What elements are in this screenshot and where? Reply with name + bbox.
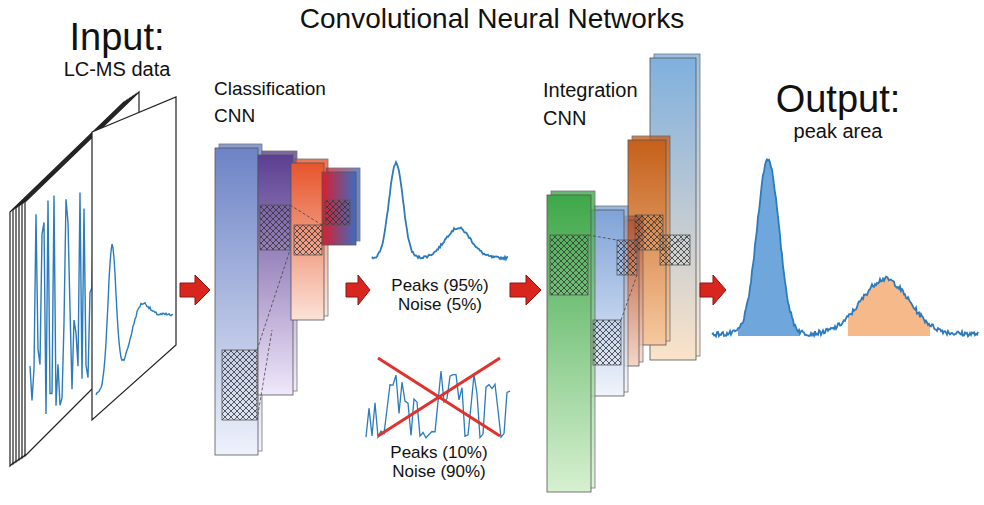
- chromatogram-trace: [372, 162, 508, 259]
- peak-area-fill: [848, 277, 930, 336]
- chromatogram-trace: [712, 159, 978, 336]
- input-chromatogram: [96, 244, 173, 395]
- stage-box: Integration CNN: [543, 76, 698, 492]
- block-arrow: [180, 275, 210, 305]
- stage-box: Peaks (95%) Noise (5%): [372, 150, 508, 322]
- input-sheet-front: [92, 97, 176, 420]
- block-arrow: [346, 275, 370, 305]
- box-subheading: peak area: [794, 120, 883, 143]
- box-heading: Peaks (95%) Noise (5%): [386, 276, 494, 314]
- diagram-title: Convolutional Neural Networks: [0, 3, 984, 35]
- box-subheading: LC-MS data: [64, 58, 171, 81]
- stage-box: Output:peak area: [728, 80, 978, 365]
- block-arrow: [700, 275, 726, 305]
- stage-box: Classification CNN: [212, 76, 344, 464]
- stage-box: Input:LC-MS data: [8, 18, 178, 462]
- chromatogram-trace: [96, 244, 173, 395]
- box-heading: Classification CNN: [214, 76, 340, 129]
- rejected-note: Peaks (10%) Noise (90%): [383, 443, 495, 481]
- peak-chromatogram: [372, 162, 508, 259]
- reject-cross: [378, 358, 500, 436]
- block-arrow: [510, 275, 541, 305]
- box-heading: Integration CNN: [543, 76, 655, 132]
- peak-area-fill: [738, 159, 800, 336]
- classification-layers: [215, 144, 360, 455]
- box-heading: Input:: [69, 18, 164, 58]
- output-chromatogram: [712, 159, 978, 336]
- box-heading: Output:: [776, 80, 901, 120]
